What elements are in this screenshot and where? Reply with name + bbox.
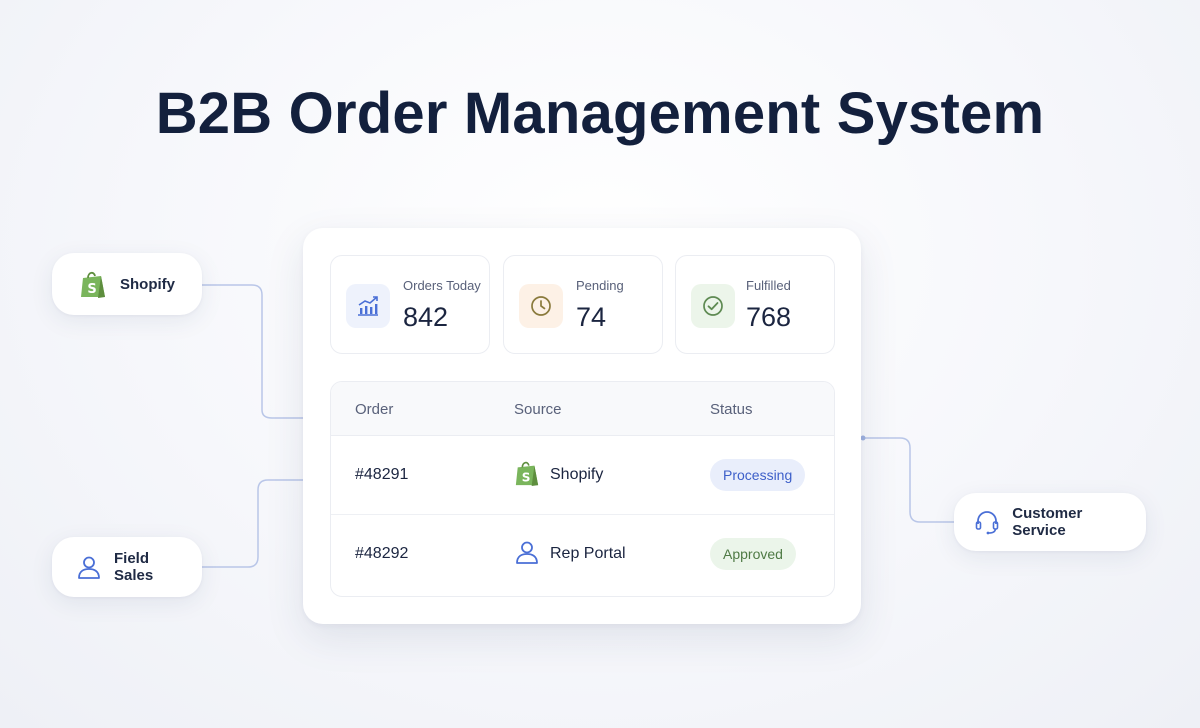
stat-label: Fulfilled bbox=[746, 278, 791, 293]
destination-label: Customer Service bbox=[1012, 505, 1083, 539]
source-name: Rep Portal bbox=[550, 545, 626, 562]
orders-table: Order Source Status #48291 S Shopify Pro… bbox=[330, 381, 835, 597]
column-header-status: Status bbox=[710, 401, 753, 418]
source-shopify: S Shopify bbox=[52, 253, 202, 315]
dashboard-card: Orders Today 842 Pending 74 Fulfilled 76… bbox=[303, 228, 861, 624]
person-icon bbox=[76, 552, 102, 582]
status-badge: Approved bbox=[710, 538, 796, 570]
trend-chart-icon bbox=[346, 284, 390, 328]
order-id: #48292 bbox=[355, 545, 409, 562]
check-circle-icon bbox=[691, 284, 735, 328]
stat-label: Pending bbox=[576, 278, 624, 293]
table-row[interactable]: #48292 Rep Portal Approved bbox=[331, 515, 834, 594]
order-source: S Shopify bbox=[514, 458, 603, 492]
svg-text:S: S bbox=[522, 470, 531, 484]
order-id: #48291 bbox=[355, 466, 409, 483]
table-header: Order Source Status bbox=[331, 382, 834, 436]
person-icon bbox=[514, 539, 540, 570]
stat-fulfilled: Fulfilled 768 bbox=[675, 255, 835, 354]
destination-customer-service: Customer Service bbox=[954, 493, 1146, 551]
page-title: B2B Order Management System bbox=[155, 81, 1045, 146]
source-name: Shopify bbox=[550, 466, 604, 483]
status-badge: Processing bbox=[710, 459, 806, 491]
table-row[interactable]: #48291 S Shopify Processing bbox=[331, 436, 834, 515]
source-label: Shopify bbox=[120, 275, 175, 293]
source-label: Field Sales bbox=[114, 550, 154, 584]
stat-pending: Pending 74 bbox=[503, 255, 663, 354]
clock-icon bbox=[519, 284, 563, 328]
stat-label: Orders Today bbox=[403, 278, 481, 293]
shopify-bag-icon: S bbox=[514, 459, 540, 492]
stat-orders-today: Orders Today 842 bbox=[330, 255, 490, 354]
headset-icon bbox=[974, 507, 1000, 537]
shopify-bag-icon: S bbox=[78, 269, 108, 299]
connector-shopify bbox=[202, 284, 305, 419]
connector-customer-service bbox=[861, 437, 955, 523]
source-field-sales: Field Sales bbox=[52, 537, 202, 597]
connector-dot bbox=[860, 435, 866, 441]
svg-text:S: S bbox=[87, 282, 96, 297]
connector-field-sales bbox=[202, 479, 305, 568]
column-header-source: Source bbox=[514, 401, 562, 418]
stat-value: 74 bbox=[576, 302, 607, 332]
stat-value: 842 bbox=[403, 302, 449, 332]
stat-value: 768 bbox=[746, 302, 792, 332]
column-header-order: Order bbox=[355, 401, 394, 418]
order-source: Rep Portal bbox=[514, 537, 626, 571]
